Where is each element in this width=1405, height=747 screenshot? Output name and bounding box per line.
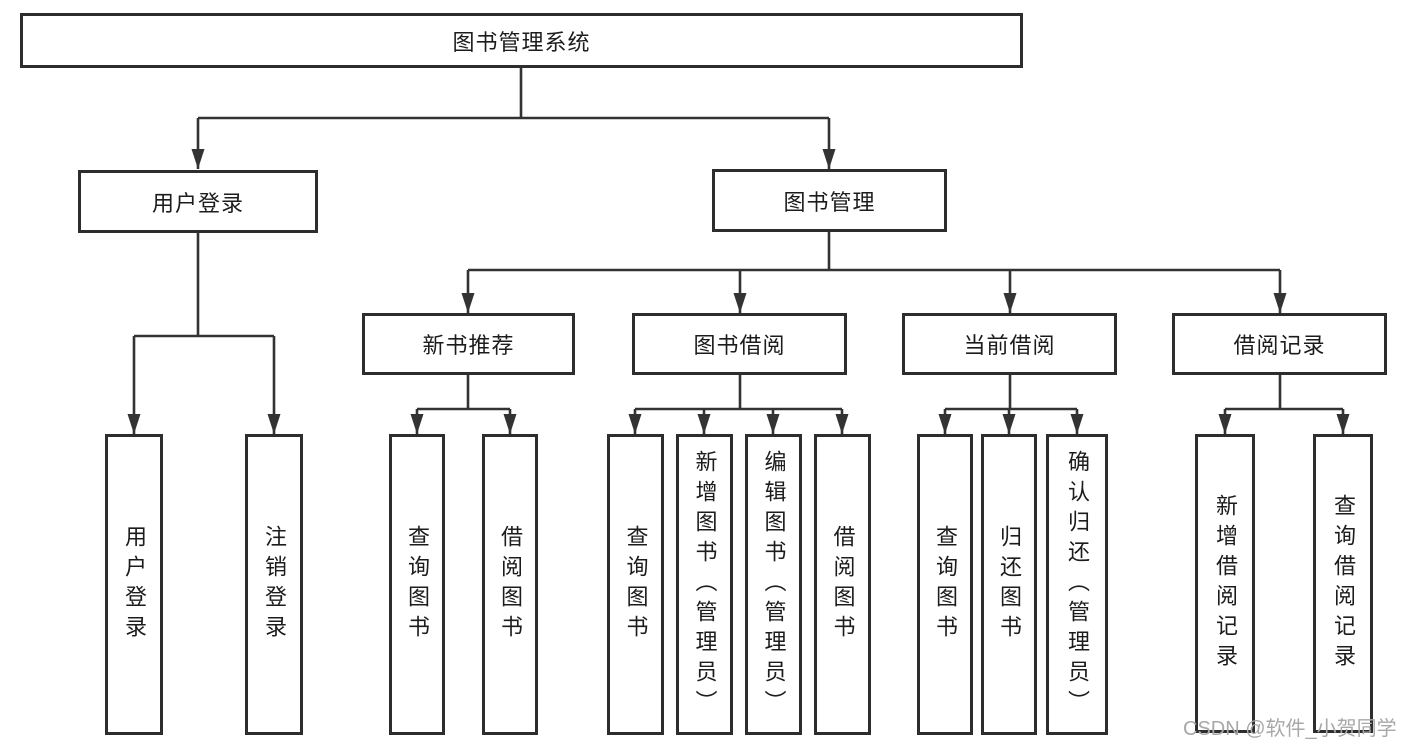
- node-new-book-rec-label: 新书推荐: [422, 333, 515, 358]
- leaf-borrow-books-label: 借阅图书: [830, 524, 856, 645]
- link-current-borrow-to-leaves: [938, 375, 1084, 434]
- node-book-borrow-label: 图书借阅: [693, 333, 786, 358]
- leaf-query-books-borrow-label: 查询图书: [623, 524, 649, 645]
- node-new-book-rec: 新书推荐: [362, 313, 575, 375]
- node-borrow-records-label: 借阅记录: [1233, 333, 1326, 358]
- leaf-add-books-admin: 新增图书（管理员）: [676, 434, 733, 735]
- leaf-add-borrow-record-label: 新增借阅记录: [1213, 493, 1238, 674]
- leaf-query-books-current-label: 查询图书: [933, 524, 958, 645]
- node-borrow-records: 借阅记录: [1172, 313, 1387, 375]
- link-borrow-records-to-leaves: [1218, 375, 1350, 434]
- leaf-user-login: 用户登录: [105, 434, 163, 735]
- leaf-borrow-books: 借阅图书: [814, 434, 871, 735]
- leaf-add-books-admin-label: 新增图书（管理员）: [692, 449, 718, 720]
- leaf-edit-books-admin-label: 编辑图书（管理员）: [761, 449, 787, 720]
- node-current-borrow-label: 当前借阅: [963, 333, 1056, 358]
- leaf-query-borrow-record-label: 查询借阅记录: [1331, 493, 1356, 674]
- node-root-label: 图书管理系统: [452, 29, 591, 55]
- leaf-return-books: 归还图书: [981, 434, 1037, 735]
- leaf-query-books-rec: 查询图书: [389, 434, 445, 735]
- leaf-edit-books-admin: 编辑图书（管理员）: [745, 434, 802, 735]
- leaf-borrow-books-rec: 借阅图书: [482, 434, 538, 735]
- node-user-login: 用户登录: [78, 170, 318, 233]
- leaf-return-books-label: 归还图书: [997, 524, 1022, 645]
- leaf-confirm-return-admin: 确认归还（管理员）: [1046, 434, 1108, 735]
- node-root: 图书管理系统: [20, 13, 1023, 68]
- node-current-borrow: 当前借阅: [902, 313, 1117, 375]
- csdn-watermark: CSDN @软件_小贺同学: [1183, 718, 1397, 740]
- leaf-user-login-label: 用户登录: [122, 524, 147, 645]
- leaf-confirm-return-admin-label: 确认归还（管理员）: [1065, 449, 1090, 720]
- leaf-query-books-rec-label: 查询图书: [405, 524, 430, 645]
- leaf-logout-label: 注销登录: [262, 524, 287, 645]
- leaf-query-borrow-record: 查询借阅记录: [1313, 434, 1373, 733]
- leaf-logout: 注销登录: [245, 434, 303, 735]
- node-book-mgmt-label: 图书管理: [783, 189, 876, 215]
- link-user-login-to-leaves: [127, 233, 281, 434]
- link-new-book-rec-to-leaves: [410, 375, 517, 434]
- node-book-borrow: 图书借阅: [632, 313, 847, 375]
- node-book-mgmt: 图书管理: [712, 169, 947, 232]
- link-root-to-level1: [191, 68, 836, 169]
- leaf-query-books-current: 查询图书: [917, 434, 973, 735]
- leaf-query-books-borrow: 查询图书: [607, 434, 664, 735]
- leaf-borrow-books-rec-label: 借阅图书: [498, 524, 523, 645]
- node-user-login-label: 用户登录: [151, 190, 244, 216]
- link-book-borrow-to-leaves: [628, 375, 849, 434]
- link-book-mgmt-to-level2: [461, 232, 1287, 313]
- leaf-add-borrow-record: 新增借阅记录: [1195, 434, 1255, 733]
